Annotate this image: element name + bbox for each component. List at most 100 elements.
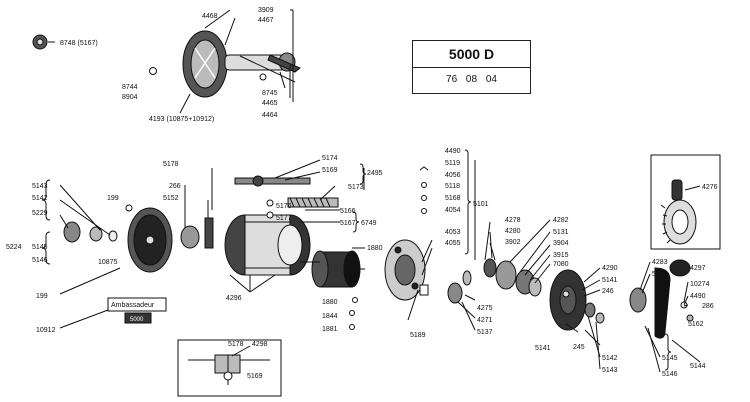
part-label: 5146 [32, 257, 48, 264]
part-label: 5167 [340, 220, 356, 227]
part-label: 5166 [340, 208, 356, 215]
part-label: 10875 [98, 259, 118, 266]
part-label: 5141 [602, 277, 618, 284]
part-label: 5152 [163, 195, 179, 202]
part-label: 5178 [228, 341, 244, 348]
bearing [89, 226, 103, 242]
part-label: 3909 [258, 7, 274, 14]
part-label: 5176 [276, 203, 292, 210]
part-label: 4278 [505, 217, 521, 224]
part-label: 7080 [553, 261, 569, 268]
pinion-4271 [447, 282, 463, 304]
part-label: 5115 [652, 271, 667, 278]
part-label: 246 [602, 288, 614, 295]
gear-266 [180, 225, 200, 249]
ambassadeur-plate [107, 297, 167, 312]
part-label: 5168 [445, 195, 461, 202]
part-label: 1880 [322, 299, 338, 306]
part-label: 5142 [32, 195, 48, 202]
part-label: 266 [169, 183, 181, 190]
part-label: 5119 [445, 160, 460, 167]
inset-anti-reverse [650, 154, 721, 250]
worm-shaft [234, 177, 311, 185]
part-label: 4490 [690, 293, 706, 300]
part-label: 3902 [505, 239, 521, 246]
part-label: 5177 [276, 215, 292, 222]
level-wind [234, 159, 365, 223]
worm-gear [287, 197, 339, 208]
part-label: 5142 [602, 355, 618, 362]
part-label: 5178 [163, 161, 179, 168]
part-label: 3915 [553, 252, 569, 259]
bearing-cap [63, 221, 81, 243]
model-number: 5000 D [413, 41, 530, 68]
part-label: 199 [36, 293, 48, 300]
part-label: 5144 [690, 363, 706, 370]
part-label: 8748 (5167) [60, 40, 98, 47]
star-drag [629, 287, 647, 313]
gear-housing [549, 267, 605, 370]
part-label: 4055 [445, 240, 461, 247]
spool-flange-left [311, 250, 329, 288]
part-label: 5169 [322, 167, 338, 174]
small-washer [149, 67, 157, 75]
handle-knob [669, 259, 691, 277]
drive-gear-4282 [495, 260, 517, 290]
part-label: 5145 [32, 244, 48, 251]
part-label: 5118 [445, 183, 460, 190]
part-label: 4464 [262, 112, 278, 119]
part-label: 199 [107, 195, 119, 202]
part-label: 4465 [262, 100, 278, 107]
part-label: 4490 [445, 148, 461, 155]
anti-reverse-dog [671, 179, 683, 201]
part-labels: 8748 (5167) 4468 3909 4467 8744 8904 874… [6, 7, 718, 380]
part-label: 4296 [226, 295, 242, 302]
handle-assembly [32, 9, 301, 114]
part-label: 5137 [477, 329, 493, 336]
part-label: 245 [573, 344, 585, 351]
crank-handle [629, 259, 701, 373]
part-label: 5131 [553, 229, 569, 236]
ratchet-4280 [483, 258, 497, 278]
part-label: 5162 [688, 321, 704, 328]
part-label: 10912 [36, 327, 56, 334]
part-label: 4298 [252, 341, 268, 348]
model-title-box: 5000 D 76 08 04 [412, 40, 531, 94]
part-label: 5101 [473, 201, 489, 208]
part-label: 5146 [662, 371, 678, 378]
part-label: 4275 [477, 305, 493, 312]
part-label: 4280 [505, 228, 521, 235]
part-label: 2495 [367, 170, 383, 177]
part-label: 5173 [348, 184, 364, 191]
bearing-5142 [584, 302, 596, 318]
part-label: 4468 [202, 13, 218, 20]
part-label: 5174 [322, 155, 338, 162]
part-label: 1880 [367, 245, 383, 252]
small-screw [259, 73, 267, 81]
part-label: 6749 [361, 220, 377, 227]
part-label: 5141 [535, 345, 551, 352]
part-label: 5224 [6, 244, 22, 251]
crank-arm [654, 267, 671, 339]
date-code: 76 08 04 [446, 74, 497, 85]
part-label: 5145 [662, 355, 678, 362]
reel-frame [224, 214, 311, 293]
part-label: 10274 [690, 281, 710, 288]
part-label: 4193 (10875+10912) [149, 116, 214, 123]
part-label: 4056 [445, 172, 461, 179]
washer [108, 230, 118, 242]
right-side-plate [384, 160, 476, 321]
part-label: 5143 [32, 183, 48, 190]
part-label: 4271 [477, 317, 493, 324]
inset-level-wind [177, 339, 282, 397]
part-label: 8904 [122, 94, 138, 101]
model-plate [124, 312, 152, 324]
part-label: 5169 [247, 373, 263, 380]
part-label: 4276 [702, 184, 718, 191]
model-text: 5000 [130, 317, 144, 323]
part-label: 5143 [602, 367, 618, 374]
spool [300, 247, 365, 330]
part-label: 8745 [262, 90, 278, 97]
screw-199 [125, 204, 133, 212]
